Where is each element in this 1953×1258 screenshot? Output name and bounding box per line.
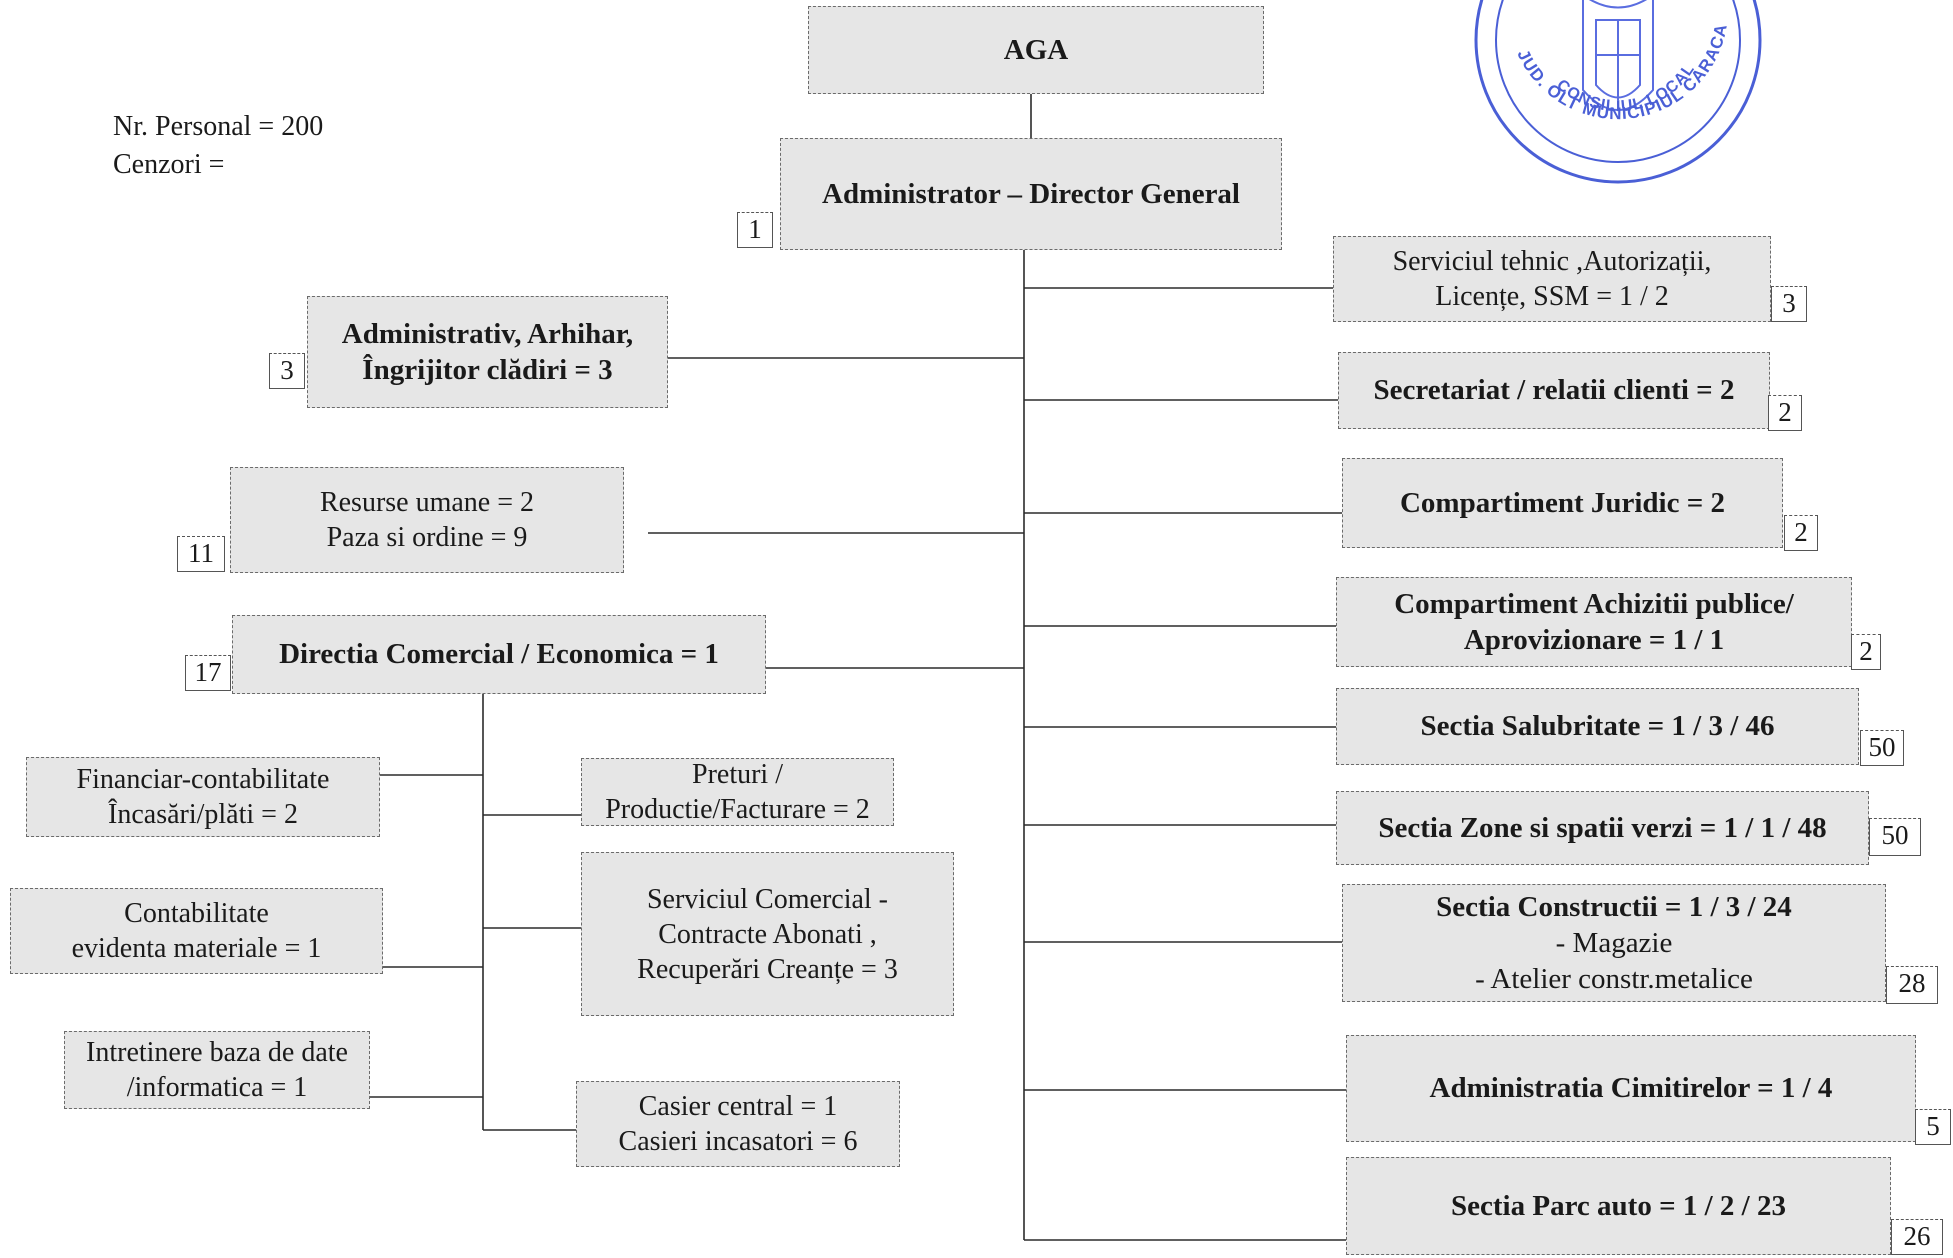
cemetery-label: Administratia Cimitirelor = 1 / 4 [1429, 1072, 1833, 1105]
procurement-headcount-tag: 2 [1851, 634, 1881, 670]
admin-archive-headcount-tag: 3 [269, 353, 305, 389]
aga-node: AGA [808, 6, 1264, 94]
technical-line-2: Licențe, SSM = 1 / 2 [1435, 281, 1669, 312]
pricing-billing-node: Preturi / Productie/Facturare = 2 [581, 758, 894, 826]
procurement-node: Compartiment Achizitii publice/ Aprovizi… [1336, 577, 1852, 667]
cashiers-line-1: Casier central = 1 [638, 1091, 838, 1122]
construction-headcount-tag: 28 [1886, 966, 1938, 1004]
hr-line-1: Resurse umane = 2 [319, 487, 535, 518]
commercial-directorate-node: Directia Comercial / Economica = 1 [232, 615, 766, 694]
legal-label: Compartiment Juridic = 2 [1399, 486, 1726, 519]
green-spaces-section-node: Sectia Zone si spatii verzi = 1 / 1 / 48 [1336, 791, 1869, 865]
personnel-count-note: Nr. Personal = 200 Cenzori = [113, 108, 323, 184]
commercial-service-line-2: Contracte Abonati , [658, 918, 877, 950]
it-database-node: Intretinere baza de date /informatica = … [64, 1031, 370, 1109]
financial-line-1: Financiar-contabilitate [76, 764, 330, 795]
procurement-line-1: Compartiment Achizitii publice/ [1394, 587, 1794, 620]
technical-line-1: Serviciul tehnic ,Autorizații, [1392, 246, 1712, 277]
construction-section-node: Sectia Constructii = 1 / 3 / 24 - Magazi… [1342, 884, 1886, 1002]
technical-service-node: Serviciul tehnic ,Autorizații, Licențe, … [1333, 236, 1771, 322]
materials-line-1: Contabilitate [124, 898, 269, 929]
vehicle-fleet-section-node: Sectia Parc auto = 1 / 2 / 23 [1346, 1157, 1891, 1255]
construction-line-1: Sectia Constructii = 1 / 3 / 24 [1436, 890, 1792, 923]
financial-line-2: Încasări/plăti = 2 [108, 799, 298, 830]
commercial-service-node: Serviciul Comercial - Contracte Abonati … [581, 852, 954, 1016]
admin-archive-line-2: Îngrijitor clădiri = 3 [362, 354, 613, 386]
technical-headcount-tag: 3 [1771, 286, 1807, 322]
sanitation-headcount-tag: 50 [1860, 730, 1904, 766]
sanitation-label: Sectia Salubritate = 1 / 3 / 46 [1420, 710, 1775, 743]
secretariat-headcount-tag: 2 [1768, 395, 1802, 431]
vehicle-fleet-headcount-tag: 26 [1891, 1219, 1943, 1255]
hr-security-headcount-tag: 11 [177, 536, 225, 572]
commercial-service-line-3: Recuperări Creanțe = 3 [637, 953, 898, 985]
material-accounting-node: Contabilitate evidenta materiale = 1 [10, 888, 383, 974]
procurement-line-2: Aprovizionare = 1 / 1 [1463, 624, 1725, 656]
green-spaces-headcount-tag: 50 [1869, 818, 1921, 856]
financial-accounting-node: Financiar-contabilitate Încasări/plăti =… [26, 757, 380, 837]
pricing-line-1: Preturi / [692, 759, 783, 790]
hr-security-node: Resurse umane = 2 Paza si ordine = 9 [230, 467, 624, 573]
director-general-label: Administrator – Director General [822, 177, 1240, 210]
sanitation-section-node: Sectia Salubritate = 1 / 3 / 46 [1336, 688, 1859, 765]
vehicle-fleet-label: Sectia Parc auto = 1 / 2 / 23 [1451, 1189, 1786, 1222]
commercial-service-line-1: Serviciul Comercial - [646, 883, 889, 915]
secretariat-node: Secretariat / relatii clienti = 2 [1338, 352, 1770, 429]
cashiers-node: Casier central = 1 Casieri incasatori = … [576, 1081, 900, 1167]
construction-line-2: - Magazie [1555, 926, 1673, 959]
personnel-count: Nr. Personal = 200 [113, 111, 324, 142]
secretariat-label: Secretariat / relatii clienti = 2 [1373, 374, 1735, 407]
materials-line-2: evidenta materiale = 1 [71, 933, 322, 964]
commercial-directorate-label: Directia Comercial / Economica = 1 [279, 638, 719, 671]
pricing-line-2: Productie/Facturare = 2 [605, 794, 870, 825]
director-general-node: Administrator – Director General [780, 138, 1282, 250]
legal-department-node: Compartiment Juridic = 2 [1342, 458, 1783, 548]
commercial-directorate-headcount-tag: 17 [185, 655, 231, 691]
director-headcount-tag: 1 [737, 212, 773, 248]
censors-label: Cenzori = [113, 148, 225, 180]
green-spaces-label: Sectia Zone si spatii verzi = 1 / 1 / 48 [1378, 811, 1827, 844]
hr-line-2: Paza si ordine = 9 [326, 522, 528, 553]
cemetery-administration-node: Administratia Cimitirelor = 1 / 4 [1346, 1035, 1916, 1142]
aga-label: AGA [1003, 33, 1069, 66]
construction-line-3: - Atelier constr.metalice [1475, 963, 1753, 996]
official-stamp-seal: JUD. OLT MUNICIPIUL CARACAL CONSILIUL LO… [1468, 0, 1762, 184]
admin-archive-node: Administrativ, Arhihar, Îngrijitor clădi… [307, 296, 668, 408]
legal-headcount-tag: 2 [1784, 515, 1818, 551]
it-line-1: Intretinere baza de date [86, 1037, 348, 1068]
cashiers-line-2: Casieri incasatori = 6 [618, 1126, 858, 1157]
cemetery-headcount-tag: 5 [1915, 1109, 1951, 1145]
admin-archive-line-1: Administrativ, Arhihar, [341, 317, 634, 350]
it-line-2: /informatica = 1 [126, 1072, 308, 1103]
